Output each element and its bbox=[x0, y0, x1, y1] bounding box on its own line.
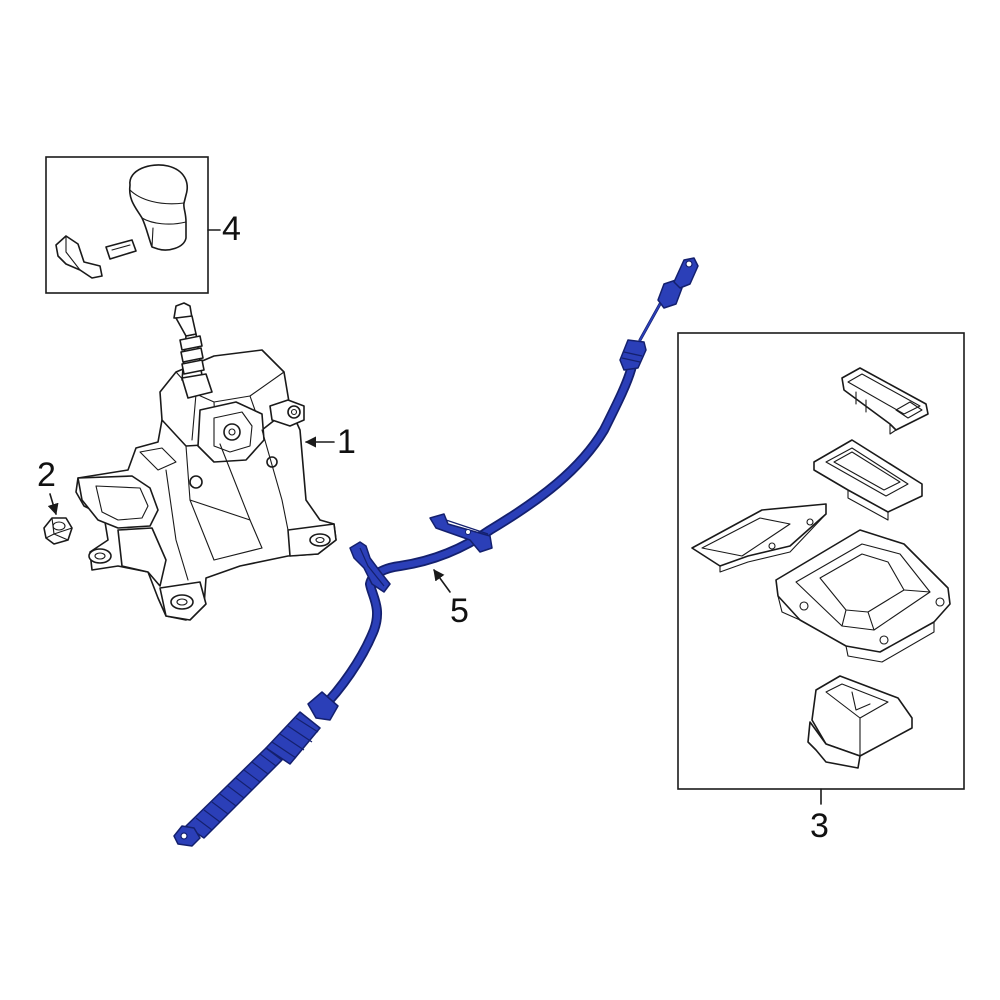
shift-boot-icon bbox=[807, 675, 913, 769]
trim-tray-plate-icon bbox=[691, 503, 827, 573]
shift-knob-icon bbox=[128, 164, 188, 251]
callout-2: 2 bbox=[37, 456, 56, 494]
console-trim-kit-group[interactable]: 3 bbox=[677, 332, 965, 845]
cable-lower-end-icon bbox=[173, 825, 201, 847]
callout-1: 1 bbox=[337, 423, 356, 461]
hex-nut-icon bbox=[43, 517, 73, 545]
shifter-bezel-icon bbox=[813, 439, 923, 521]
cable-bracket-left-icon bbox=[349, 541, 391, 593]
callout-3: 3 bbox=[810, 807, 829, 845]
shift-cable[interactable]: 5 bbox=[173, 257, 699, 847]
callout-5: 5 bbox=[450, 592, 469, 630]
gear-shifter-assembly[interactable]: 1 bbox=[75, 302, 356, 621]
shift-knob-kit-box bbox=[45, 156, 209, 294]
console-housing-icon bbox=[775, 529, 951, 663]
switch-panel-icon bbox=[841, 367, 929, 435]
shift-cable-body bbox=[318, 362, 636, 712]
hex-nut-group[interactable]: 2 bbox=[37, 456, 73, 545]
callout-4: 4 bbox=[222, 210, 241, 248]
callout-leader-5 bbox=[433, 569, 451, 593]
cable-threaded-rod-icon bbox=[185, 747, 283, 839]
cable-bracket-right-icon bbox=[429, 513, 493, 553]
release-button-icon bbox=[55, 235, 103, 279]
cable-upper-end-icon bbox=[619, 257, 699, 371]
retaining-clip-icon bbox=[105, 239, 137, 260]
shift-knob-kit-group[interactable]: 4 bbox=[45, 156, 241, 294]
cable-lower-sleeve-icon bbox=[265, 691, 339, 765]
callout-leader-2 bbox=[47, 493, 59, 516]
